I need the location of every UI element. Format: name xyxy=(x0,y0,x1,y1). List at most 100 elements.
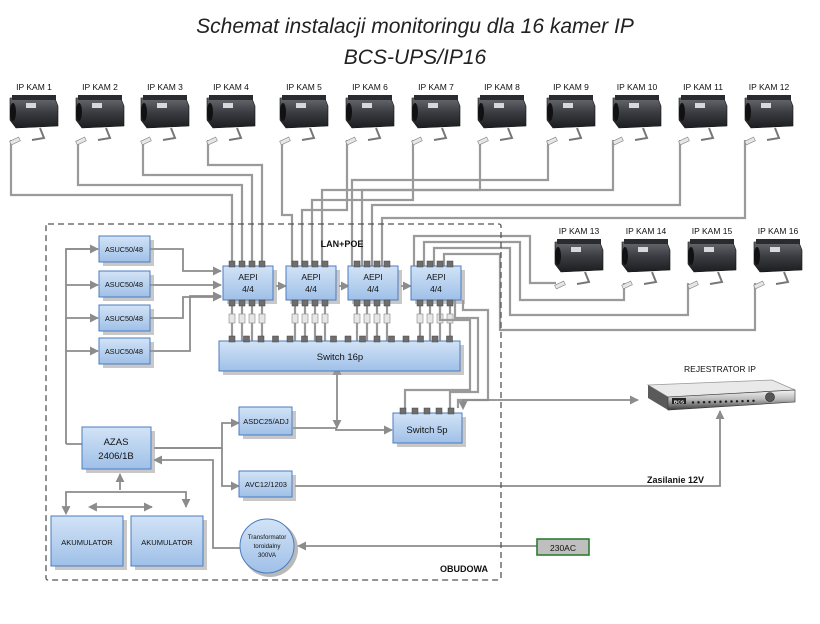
camera-bracket-icon xyxy=(709,271,724,285)
asuc-module-2: ASUC50/48 xyxy=(98,270,154,301)
switch-port-icon xyxy=(257,335,265,343)
recorder-led-icon xyxy=(752,399,755,403)
switch-port-icon xyxy=(228,335,236,343)
camera-body-icon xyxy=(621,239,671,273)
rj45-plug-icon xyxy=(321,313,329,324)
ip-camera-6: IP KAM 6 xyxy=(345,82,395,146)
camera-body-icon xyxy=(546,95,596,129)
camera-hood-icon xyxy=(681,95,725,100)
rj45-plug-icon xyxy=(248,313,256,324)
switch-16p-label: Switch 16p xyxy=(317,352,363,363)
aepi-bottom-port-icon xyxy=(373,299,381,307)
camera-body-icon xyxy=(9,95,59,129)
camera-label: IP KAM 13 xyxy=(559,226,600,236)
ip-camera-11: IP KAM 11 xyxy=(678,82,728,146)
recorder-led-icon xyxy=(708,400,711,404)
camera-hood-icon xyxy=(209,95,253,100)
switch-16p: Switch 16p xyxy=(218,335,464,375)
camera-badge-icon xyxy=(704,247,714,252)
recorder-led-icon xyxy=(697,401,700,404)
aepi-top-port-icon xyxy=(383,260,391,268)
camera-connector-icon xyxy=(9,136,21,146)
camera-bracket-icon xyxy=(301,127,316,141)
camera-badge-icon xyxy=(157,103,167,108)
battery-2: AKUMULATOR xyxy=(130,515,207,570)
aepi-bottom-port-icon xyxy=(301,299,309,307)
camera-lens-icon xyxy=(412,103,418,121)
camera-bracket-icon xyxy=(228,127,243,141)
camera-label: IP KAM 8 xyxy=(484,82,520,92)
avc-label: AVC12/1203 xyxy=(245,480,287,489)
transformer-label-3: 300VA xyxy=(258,552,277,559)
camera-body-icon xyxy=(345,95,395,129)
recorder-led-icon xyxy=(724,400,728,403)
rj45-plug-icon xyxy=(301,313,309,324)
aepi-label-2: 4/4 xyxy=(305,284,317,294)
camera-connector-icon xyxy=(621,280,633,290)
switch-port-icon xyxy=(359,335,366,343)
aepi-top-port-icon xyxy=(248,260,256,268)
switch-port-icon xyxy=(286,335,294,343)
camera-lens-icon xyxy=(679,103,685,121)
rj45-plug-icon xyxy=(228,313,236,324)
camera-connector-icon xyxy=(546,136,558,146)
camera-body-icon xyxy=(477,95,527,129)
aepi-bottom-port-icon xyxy=(311,299,319,307)
aepi-bottom-port-icon xyxy=(258,299,266,307)
asuc-label: ASUC50/48 xyxy=(105,245,143,254)
camera-hood-icon xyxy=(78,95,122,100)
camera-hood-icon xyxy=(756,239,800,244)
aepi-top-port-icon xyxy=(426,260,434,268)
switch-port-icon xyxy=(417,335,424,343)
switch-port-icon xyxy=(330,335,337,343)
camera-hood-icon xyxy=(747,95,791,100)
aepi-top-port-icon xyxy=(353,260,361,268)
camera-bracket-icon xyxy=(31,127,46,141)
ip-camera-8: IP KAM 8 xyxy=(477,82,527,146)
camera-label: IP KAM 9 xyxy=(553,82,589,92)
camera-badge-icon xyxy=(223,103,233,108)
toroidal-transformer: Transformator toroidalny 300VA xyxy=(239,518,298,577)
asuc-label: ASUC50/48 xyxy=(105,347,143,356)
asdc-label: ASDC25/ADJ xyxy=(243,417,289,426)
camera-bracket-icon xyxy=(568,127,583,141)
rj45-plug-icon xyxy=(353,313,361,324)
camera-label: IP KAM 7 xyxy=(418,82,454,92)
asdc-module: ASDC25/ADJ xyxy=(238,406,296,439)
switch-port-icon xyxy=(447,407,455,415)
camera-label: IP KAM 12 xyxy=(749,82,790,92)
rj45-plug-icon xyxy=(373,313,381,324)
aepi-bottom-port-icon xyxy=(416,299,424,307)
ip-camera-14: IP KAM 14 xyxy=(621,226,671,290)
battery-1-label: AKUMULATOR xyxy=(61,538,113,547)
switch-port-icon xyxy=(423,407,431,415)
recorder-label: REJESTRATOR IP xyxy=(684,364,756,374)
aepi-label-1: AEPI xyxy=(238,272,257,282)
switch-port-icon xyxy=(388,335,395,343)
ip-camera-5: IP KAM 5 xyxy=(279,82,329,146)
recorder-led-icon xyxy=(713,400,717,404)
diagram-title: Schemat instalacji monitoringu dla 16 ka… xyxy=(196,15,634,38)
recorder-brand: BCS xyxy=(674,400,685,406)
camera-badge-icon xyxy=(494,103,504,108)
recorder-led-icon xyxy=(741,399,744,403)
asuc-label: ASUC50/48 xyxy=(105,314,143,323)
aepi-label-1: AEPI xyxy=(363,272,382,282)
aepi-top-port-icon xyxy=(446,260,454,268)
asuc-module-3: ASUC50/48 xyxy=(98,304,154,335)
ip-camera-12: IP KAM 12 xyxy=(744,82,794,146)
switch-port-icon xyxy=(446,335,453,343)
switch-port-icon xyxy=(301,335,308,343)
ip-recorder: REJESTRATOR IP BCS xyxy=(646,364,796,411)
aepi-top-port-icon xyxy=(436,260,444,268)
switch-port-icon xyxy=(373,335,381,343)
camera-label: IP KAM 14 xyxy=(626,226,667,236)
camera-connector-icon xyxy=(554,280,566,290)
switch-port-icon xyxy=(435,407,443,415)
camera-badge-icon xyxy=(563,103,573,108)
azas-label-2: 2406/1B xyxy=(98,451,133,462)
camera-label: IP KAM 3 xyxy=(147,82,183,92)
